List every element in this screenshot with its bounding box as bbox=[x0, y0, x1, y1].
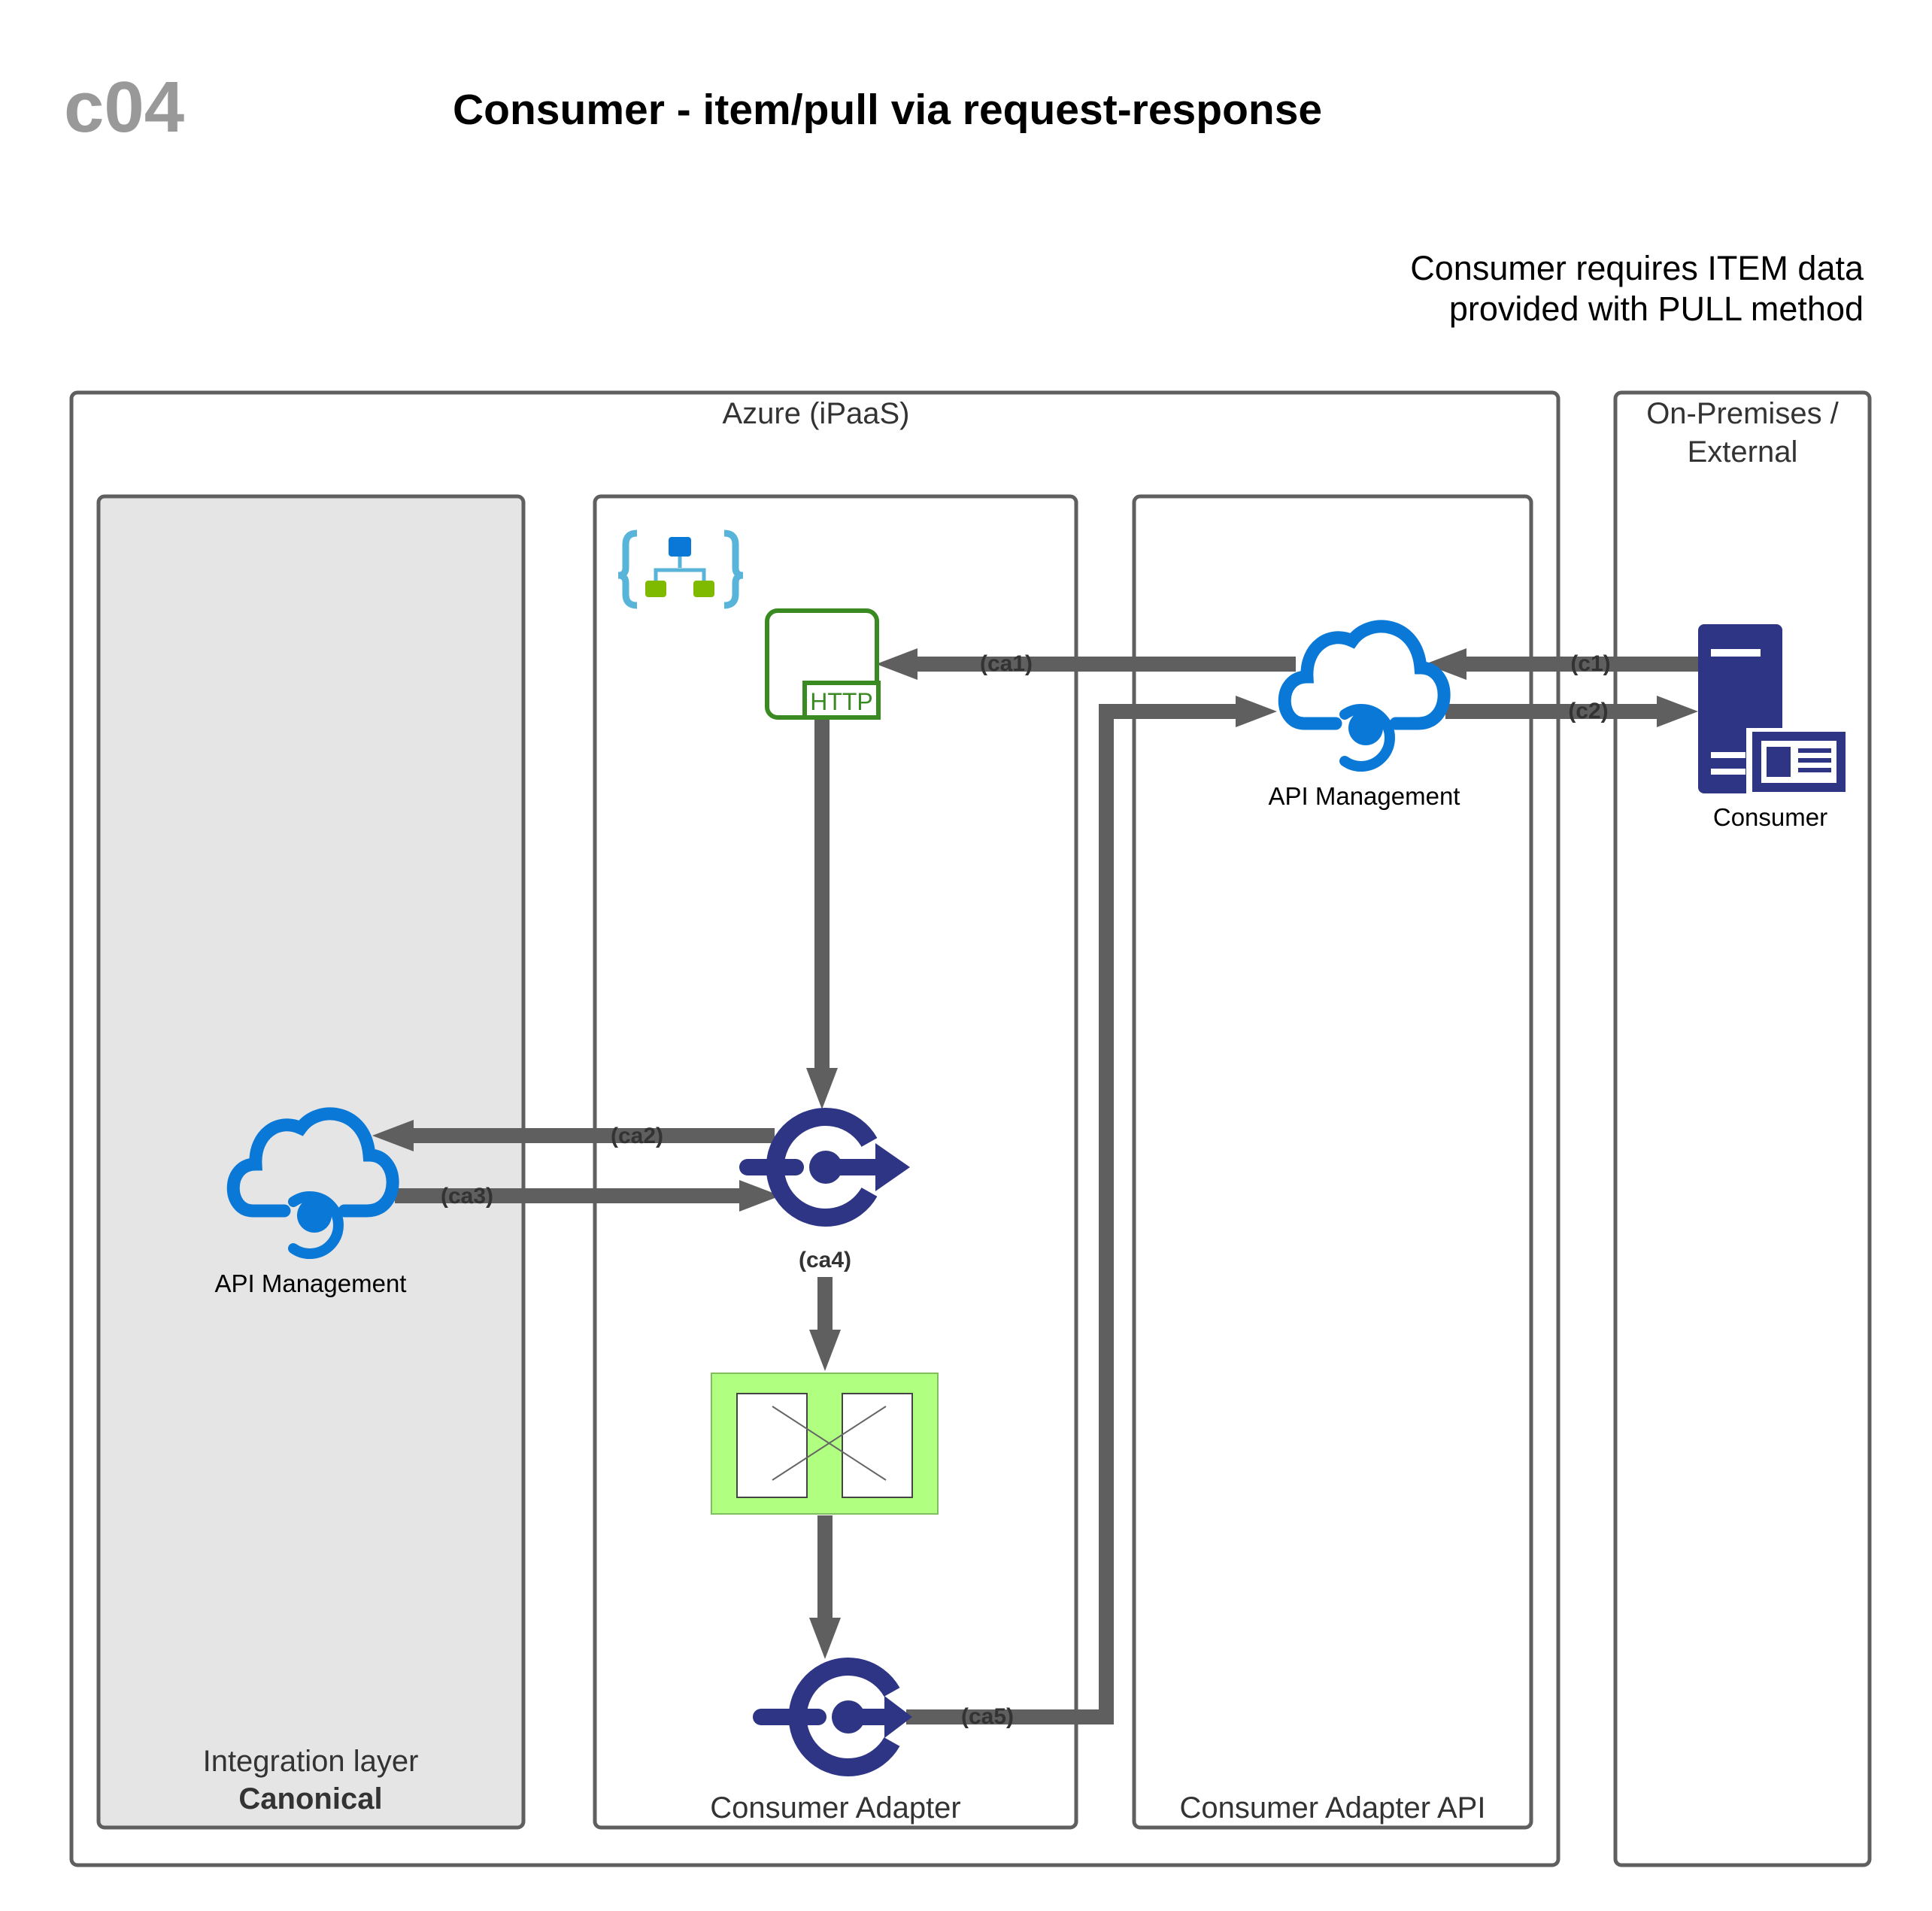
edge-ca1-arrowhead bbox=[876, 648, 917, 680]
consumer-adapter-bottom-icon bbox=[753, 1658, 912, 1776]
on-premises-region bbox=[1613, 390, 1872, 1867]
consumer-adapter-api-region bbox=[1132, 494, 1533, 1830]
edge-c1-arrowhead bbox=[1425, 648, 1466, 680]
diagram-title: Consumer - item/pull via request-respons… bbox=[453, 86, 1322, 134]
edge-c2-label: (c2) bbox=[1568, 699, 1608, 723]
note-line-1: Consumer requires ITEM data bbox=[1410, 249, 1864, 287]
azure-region-label: Azure (iPaaS) bbox=[723, 397, 910, 430]
edge-ca4-label: (ca4) bbox=[799, 1248, 851, 1272]
edge-c1-label: (c1) bbox=[1570, 651, 1610, 676]
consumer-adapter-api-label: Consumer Adapter API bbox=[1180, 1791, 1486, 1825]
integration-layer-region bbox=[96, 494, 526, 1830]
note-line-2: provided with PULL method bbox=[1449, 290, 1864, 328]
edge-ca3-arrowhead bbox=[739, 1180, 781, 1212]
consumer-adapter-region bbox=[593, 494, 1078, 1830]
edge-c2-arrowhead bbox=[1657, 696, 1698, 727]
edge-transform-arrowhead bbox=[809, 1618, 841, 1659]
api-management-right-label: API Management bbox=[1269, 782, 1460, 810]
logic-app-icon bbox=[617, 529, 744, 609]
consumer-server-icon bbox=[1698, 624, 1846, 796]
transform-map-icon bbox=[711, 1373, 939, 1515]
consumer-label: Consumer bbox=[1713, 803, 1827, 831]
on-premises-label-line-1: On-Premises / bbox=[1646, 397, 1839, 430]
edge-ca4-arrowhead bbox=[809, 1330, 841, 1371]
flow-connectors bbox=[372, 648, 1698, 1724]
edge-ca5-arrowhead bbox=[1236, 696, 1277, 727]
consumer-adapter-label: Consumer Adapter bbox=[710, 1791, 961, 1825]
edge-ca2-arrowhead bbox=[372, 1120, 414, 1151]
api-management-left-label: API Management bbox=[215, 1269, 407, 1297]
integration-layer-label: Integration layer bbox=[203, 1745, 419, 1778]
http-trigger-icon: HTTP bbox=[765, 608, 881, 720]
http-badge: HTTP bbox=[810, 688, 873, 715]
edge-ca5-label: (ca5) bbox=[961, 1704, 1014, 1729]
diagram-code: c04 bbox=[64, 67, 184, 147]
edge-ca2-label: (ca2) bbox=[611, 1124, 663, 1148]
edge-ca1-label: (ca1) bbox=[980, 651, 1033, 676]
edge-trigger-arrowhead bbox=[806, 1068, 838, 1109]
integration-layer-canonical-label: Canonical bbox=[238, 1782, 382, 1815]
azure-region bbox=[69, 390, 1560, 1867]
consumer-adapter-top-icon bbox=[739, 1108, 910, 1227]
edge-ca5-line bbox=[906, 704, 1237, 1724]
on-premises-label-line-2: External bbox=[1688, 435, 1798, 469]
edge-ca3-label: (ca3) bbox=[441, 1184, 493, 1209]
api-management-left-icon bbox=[226, 1107, 399, 1259]
api-management-right-icon bbox=[1278, 620, 1451, 772]
